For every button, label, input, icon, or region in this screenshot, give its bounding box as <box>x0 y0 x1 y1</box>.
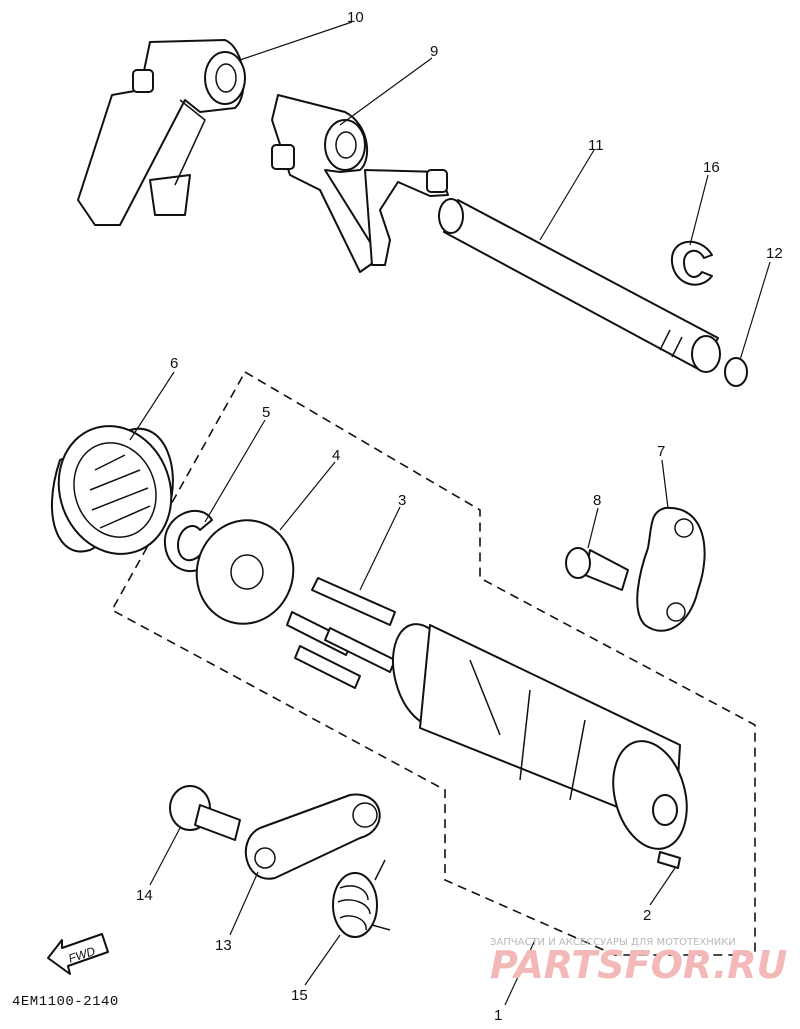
guide-bar-11 <box>438 198 721 373</box>
callout-6: 6 <box>170 355 178 372</box>
diagram-code: 4EM1100-2140 <box>12 994 119 1010</box>
callout-4: 4 <box>332 447 340 464</box>
callout-1: 1 <box>494 1007 502 1024</box>
plate-7 <box>636 506 706 632</box>
washer-4 <box>195 519 295 625</box>
watermark-brand: PARTSFOR.RU <box>490 943 788 987</box>
callout-14: 14 <box>136 887 153 904</box>
pins-3 <box>286 577 396 689</box>
callout-16: 16 <box>703 159 720 176</box>
shift-lever-13 <box>244 793 381 880</box>
assembly-boundary <box>110 370 756 956</box>
callout-5: 5 <box>262 404 270 421</box>
callout-8: 8 <box>593 492 601 509</box>
watermark-tagline: ЗАПЧАСТИ И АКСЕССУАРЫ ДЛЯ МОТОТЕХНИКИ <box>490 937 736 948</box>
circlip-16 <box>670 240 713 286</box>
bearing-6 <box>51 425 174 555</box>
callout-13: 13 <box>215 937 232 954</box>
pin-2 <box>657 851 681 869</box>
o-ring-12 <box>724 357 748 387</box>
callout-7: 7 <box>657 443 665 460</box>
callout-3: 3 <box>398 492 406 509</box>
callout-10: 10 <box>347 9 364 26</box>
shift-fork-10 <box>77 39 246 226</box>
callout-12: 12 <box>766 245 783 262</box>
fwd-arrow-icon: FWD <box>47 933 109 975</box>
shift-drum-1 <box>392 623 688 850</box>
callout-2: 2 <box>643 907 651 924</box>
shift-fork-9 <box>271 94 449 273</box>
callout-9: 9 <box>430 43 438 60</box>
callout-11: 11 <box>588 137 604 154</box>
callout-15: 15 <box>291 987 308 1004</box>
leader-lines <box>129 21 771 1006</box>
bolt-14 <box>169 785 241 841</box>
bolt-8 <box>565 547 629 591</box>
spring-15 <box>332 859 391 938</box>
